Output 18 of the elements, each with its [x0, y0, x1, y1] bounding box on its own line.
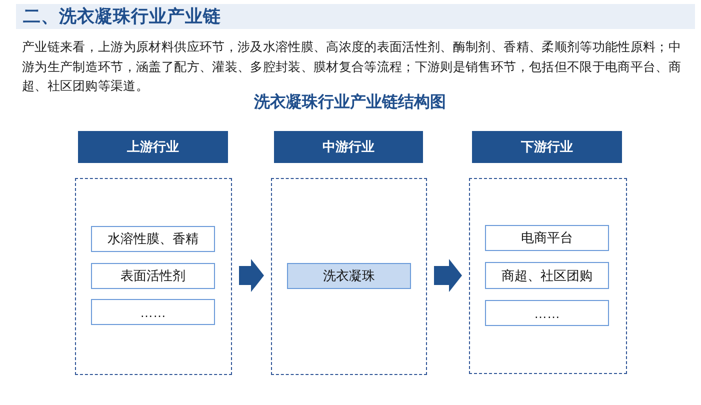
- item-box: 水溶性膜、香精: [91, 226, 215, 252]
- item-box: 电商平台: [485, 225, 609, 251]
- block-arrow: [434, 259, 462, 292]
- header-box: 上游行业: [78, 131, 228, 163]
- header-box: 中游行业: [274, 131, 423, 163]
- highlighted-box: 洗衣凝珠: [287, 263, 411, 289]
- item-box: 商超、社区团购: [485, 262, 609, 289]
- block-arrow: [239, 259, 264, 292]
- section-heading: 二、洗衣凝珠行业产业链: [23, 5, 221, 28]
- item-box: ……: [485, 300, 609, 326]
- dashed-frame: [271, 178, 427, 375]
- intro-paragraph: 产业链来看，上游为原材料供应环节，涉及水溶性膜、高浓度的表面活性剂、酶制剂、香精、柔顺剂等功能性原料；中游为生产制造环节，涵盖了配方、灌装、多腔封装、膜材复合等流程；下游则是销售环节，包括但不限于电商平台、商超、社区团购等渠道。: [22, 39, 681, 93]
- item-box: 表面活性剂: [91, 263, 215, 289]
- header-box: 下游行业: [472, 131, 622, 163]
- diagram-title: 洗衣凝珠行业产业链结构图: [254, 93, 446, 113]
- dashed-frame: [75, 178, 232, 375]
- dashed-frame: [469, 178, 627, 374]
- item-box: ……: [91, 299, 215, 325]
